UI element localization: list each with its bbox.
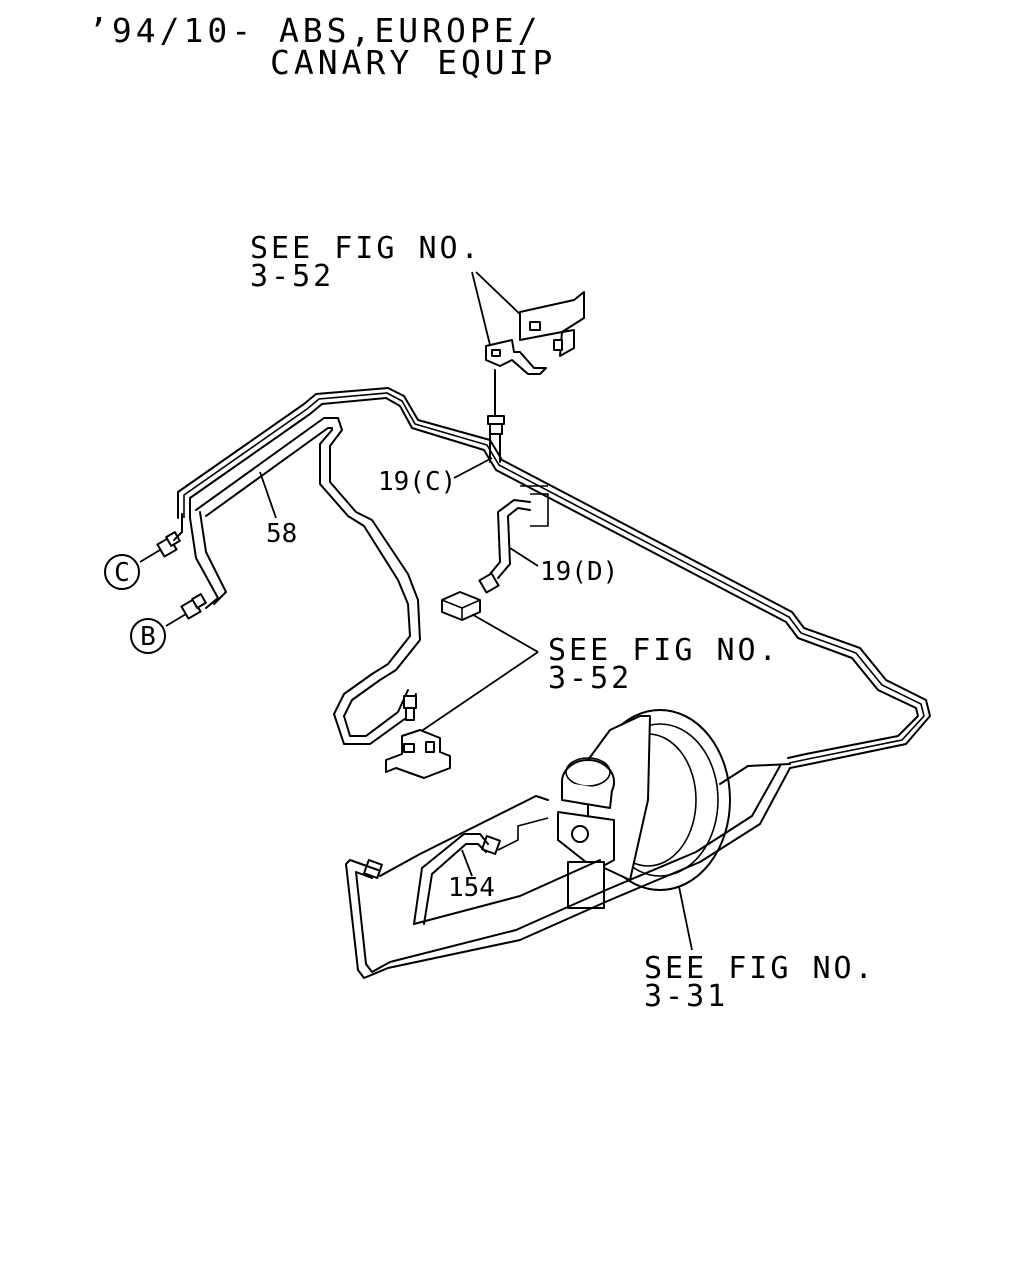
main-brake-pipe bbox=[177, 387, 931, 769]
junction-block bbox=[441, 591, 481, 621]
connector-b-label: B bbox=[140, 622, 156, 652]
part-number-154: 154 bbox=[448, 873, 495, 903]
top-bracket bbox=[485, 291, 585, 375]
reference-middle-line-1: SEE FIG NO. bbox=[548, 633, 780, 668]
header-line-2: CANARY EQUIP bbox=[270, 43, 556, 82]
reference-bottom-line-1: SEE FIG NO. bbox=[644, 951, 876, 986]
connector-b: B bbox=[130, 613, 187, 654]
reference-middle-line-2: 3-52 bbox=[548, 661, 632, 696]
brake-pipe-58 bbox=[189, 417, 421, 745]
part-number-19d: 19(D) bbox=[540, 557, 618, 587]
part-number-58: 58 bbox=[266, 519, 297, 549]
part-number-19c: 19(C) bbox=[378, 467, 456, 497]
lower-bracket bbox=[385, 729, 451, 779]
header-line-1: ’94/10- ABS,EUROPE/ bbox=[88, 11, 542, 50]
brake-pipe-19c bbox=[487, 369, 505, 463]
reference-bottom: SEE FIG NO. 3-31 bbox=[644, 951, 876, 1014]
reference-top-line-2: 3-52 bbox=[250, 259, 334, 294]
reference-top-line-1: SEE FIG NO. bbox=[250, 231, 482, 266]
brake-pipe-154 bbox=[379, 795, 601, 925]
connector-c: C bbox=[104, 549, 161, 590]
lower-return-pipe bbox=[345, 763, 791, 979]
reference-bottom-line-2: 3-31 bbox=[644, 979, 728, 1014]
connector-c-label: C bbox=[114, 558, 130, 588]
reference-top: SEE FIG NO. 3-52 bbox=[250, 231, 482, 294]
brake-booster bbox=[557, 709, 731, 909]
fittings bbox=[156, 513, 501, 879]
brake-pipe-19d bbox=[489, 485, 549, 579]
reference-middle: SEE FIG NO. 3-52 bbox=[548, 633, 780, 696]
leader-lines bbox=[259, 271, 693, 951]
